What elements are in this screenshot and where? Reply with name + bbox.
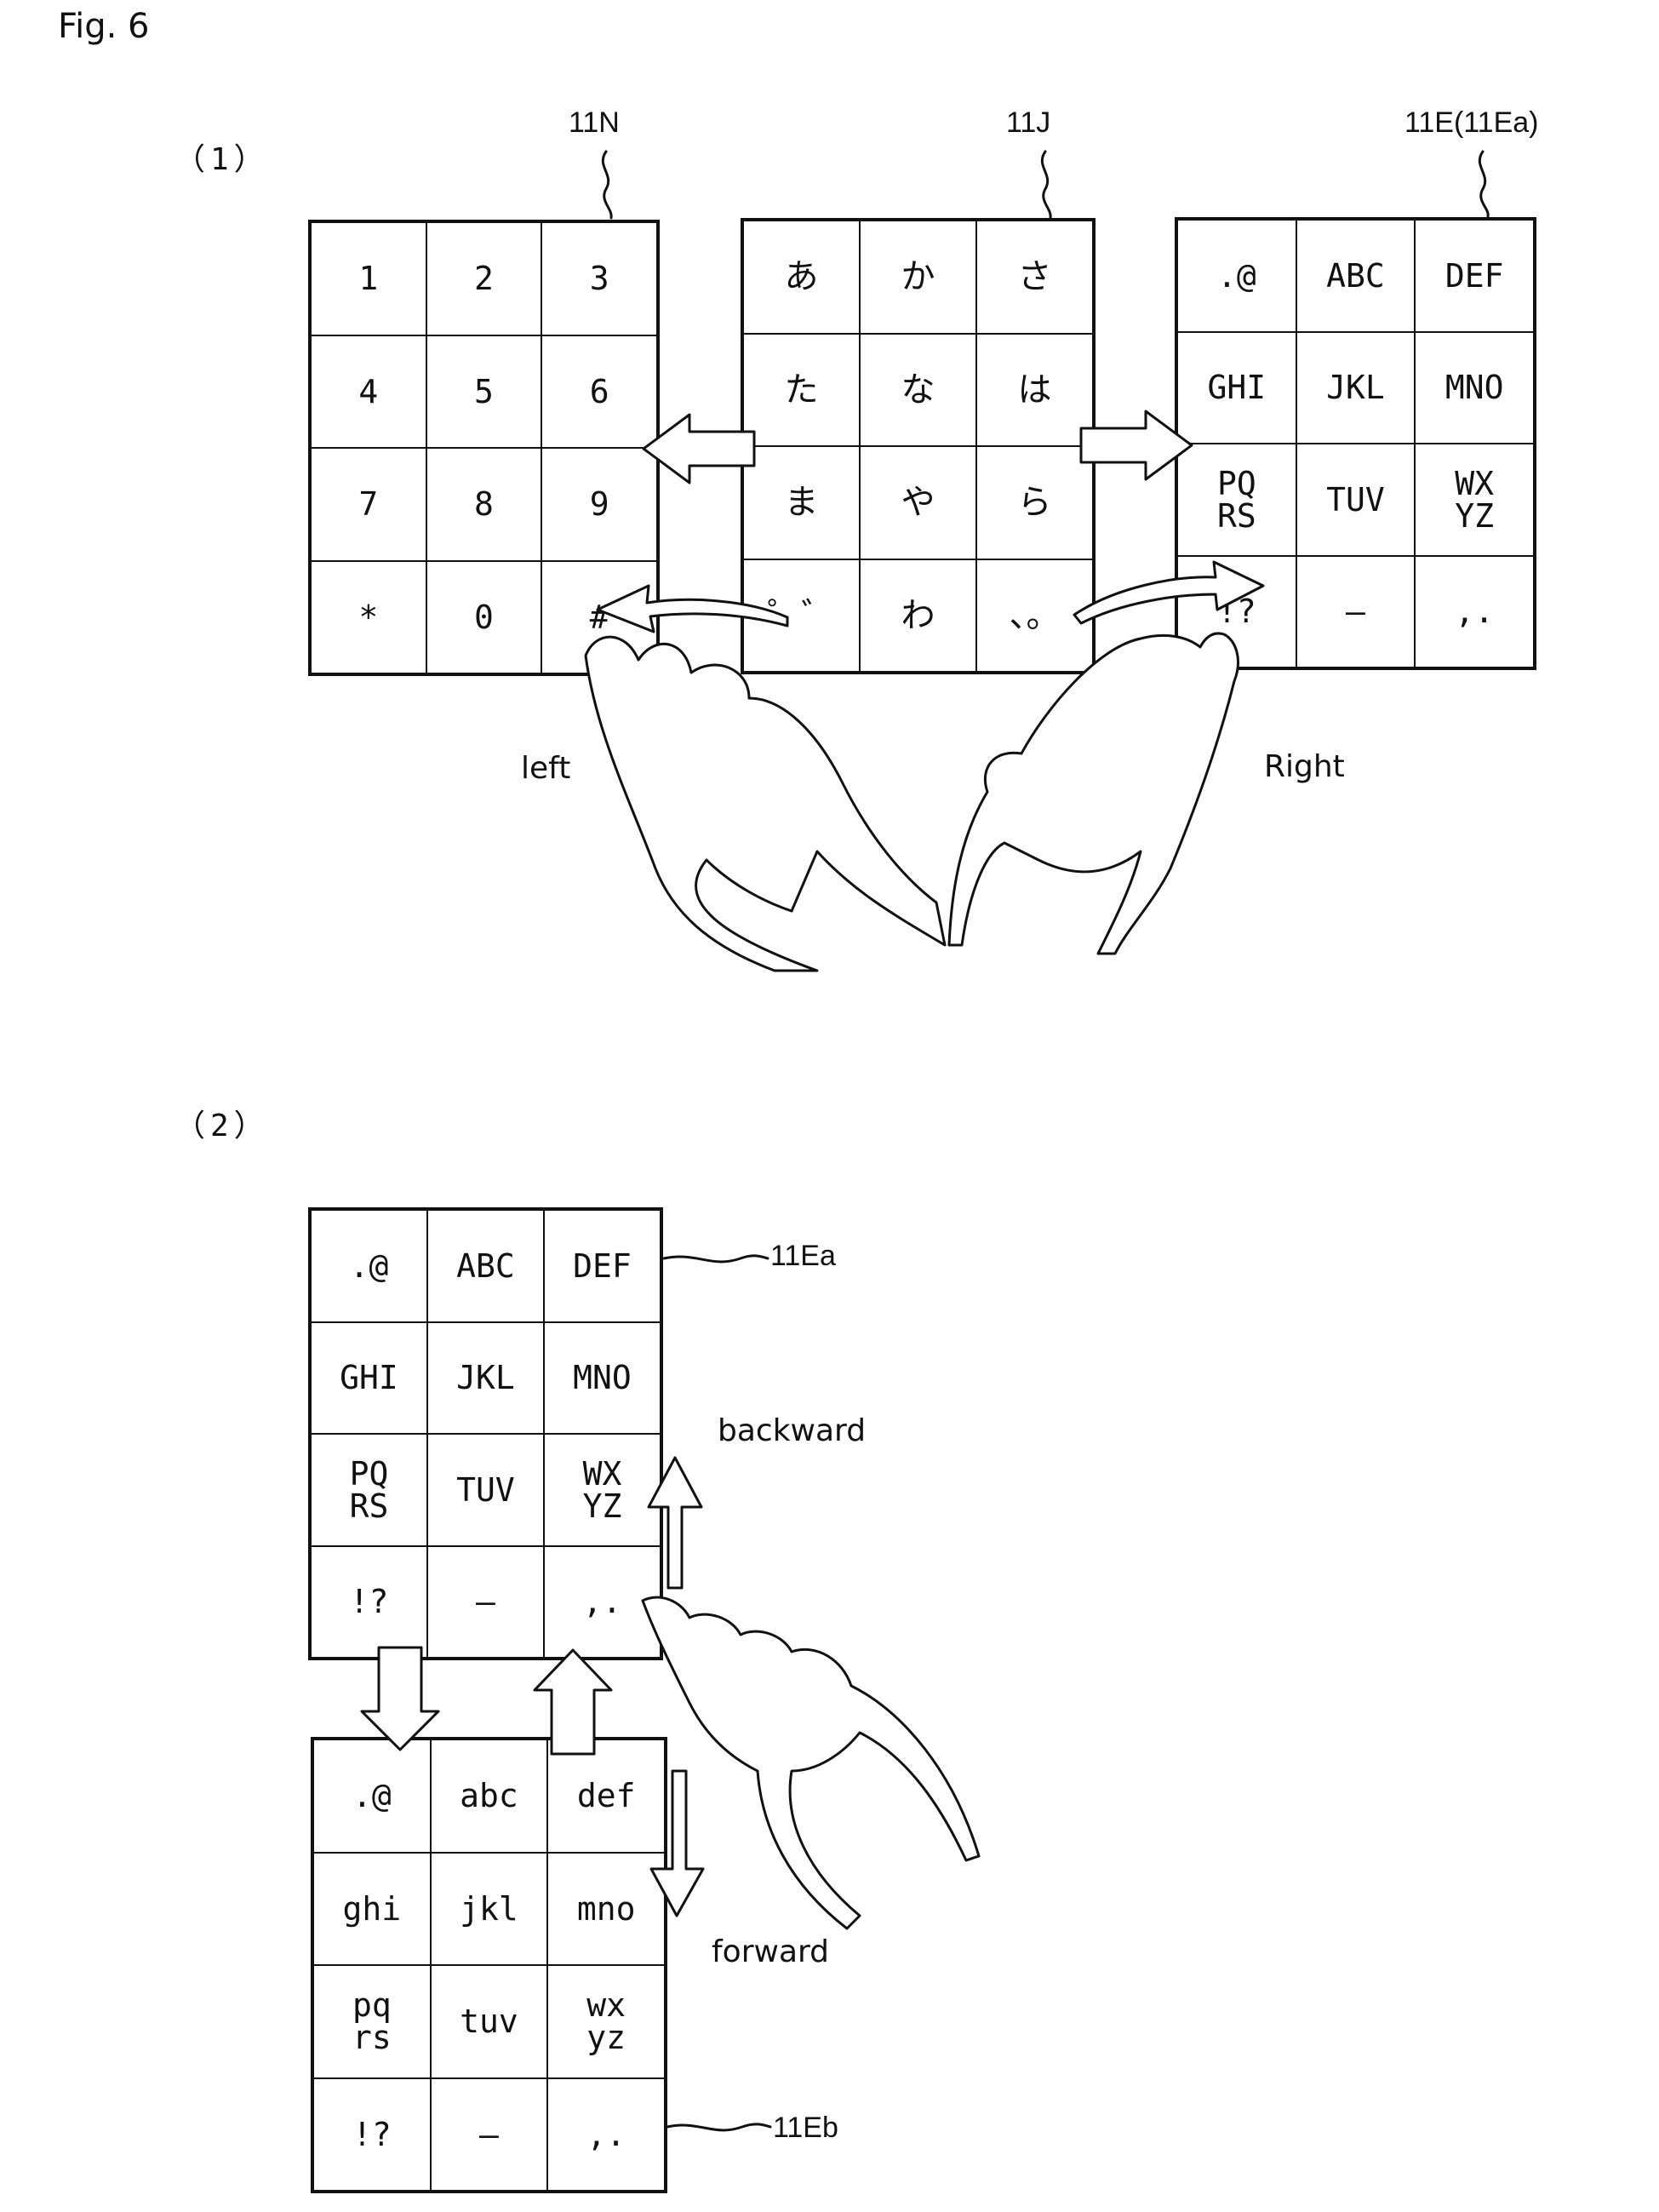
key[interactable]: mno <box>547 1853 665 1966</box>
key[interactable]: !? <box>313 2078 431 2192</box>
panel-1-label: （1） <box>174 135 270 179</box>
ref-upper-keyboard: 11Ea <box>770 1240 836 1273</box>
caption-backward: backward <box>718 1413 866 1448</box>
key[interactable]: ,. <box>544 1546 661 1659</box>
key[interactable]: 1 <box>311 222 426 335</box>
key[interactable]: .@ <box>1177 220 1296 332</box>
key[interactable]: 7 <box>311 448 426 561</box>
key[interactable]: PQ RS <box>311 1434 427 1546</box>
numeric-keyboard: 1 2 3 4 5 6 7 8 9 * 0 # <box>308 220 660 676</box>
caption-left: left <box>521 751 570 786</box>
panel-2-label: （2） <box>174 1101 270 1145</box>
key[interactable]: # <box>541 561 657 674</box>
caption-forward: forward <box>712 1934 829 1969</box>
key[interactable]: 3 <box>541 222 657 335</box>
key[interactable]: MNO <box>1415 332 1534 444</box>
key[interactable]: 8 <box>426 448 542 561</box>
ref-english-keyboard: 11E(11Ea) <box>1404 106 1539 140</box>
caption-right: Right <box>1264 749 1345 784</box>
japanese-keyboard: あ か さ た な は ま や ら ゜゛ わ 、。 <box>741 218 1096 674</box>
left-hand <box>586 637 945 971</box>
key[interactable]: !? <box>311 1546 427 1659</box>
key[interactable]: GHI <box>311 1322 427 1435</box>
key[interactable]: .@ <box>313 1739 431 1853</box>
key[interactable]: .@ <box>311 1210 427 1322</box>
key[interactable]: あ <box>743 221 860 334</box>
upper-case-keyboard: .@ ABC DEF GHI JKL MNO PQ RS TUV WX YZ !… <box>308 1207 663 1660</box>
figure-label: Fig. 6 <box>58 7 149 46</box>
key[interactable]: さ <box>976 221 1093 334</box>
key[interactable]: ABC <box>427 1210 544 1322</box>
key[interactable]: def <box>547 1739 665 1853</box>
key[interactable]: TUV <box>427 1434 544 1546</box>
key[interactable]: ,. <box>1415 556 1534 668</box>
key[interactable]: pq rs <box>313 1965 431 2078</box>
key[interactable]: wx yz <box>547 1965 665 2078</box>
key[interactable]: – <box>431 2078 548 2192</box>
leader-line-11J <box>1042 152 1050 218</box>
lower-case-keyboard: .@ abc def ghi jkl mno pq rs tuv wx yz !… <box>311 1737 667 2193</box>
key[interactable]: ,. <box>547 2078 665 2192</box>
key[interactable]: JKL <box>427 1322 544 1435</box>
key[interactable]: DEF <box>544 1210 661 1322</box>
key[interactable]: JKL <box>1296 332 1416 444</box>
key[interactable]: !? <box>1177 556 1296 668</box>
key[interactable]: jkl <box>431 1853 548 1966</box>
key[interactable]: PQ RS <box>1177 444 1296 556</box>
key[interactable]: MNO <box>544 1322 661 1435</box>
arrow-to-numeric <box>644 415 754 483</box>
key[interactable]: わ <box>860 559 976 673</box>
key[interactable]: 9 <box>541 448 657 561</box>
key[interactable]: 6 <box>541 335 657 449</box>
key[interactable]: ゜゛ <box>743 559 860 673</box>
leader-line-11Ea <box>664 1256 768 1262</box>
arrow-down-to-lower <box>362 1648 438 1750</box>
key[interactable]: 2 <box>426 222 542 335</box>
key[interactable]: * <box>311 561 426 674</box>
key[interactable]: 、。 <box>976 559 1093 673</box>
key[interactable]: WX YZ <box>544 1434 661 1546</box>
key[interactable]: 5 <box>426 335 542 449</box>
key[interactable]: ABC <box>1296 220 1416 332</box>
right-hand <box>949 633 1238 954</box>
leader-line-11Eb <box>667 2124 770 2130</box>
key[interactable]: tuv <box>431 1965 548 2078</box>
key[interactable]: ghi <box>313 1853 431 1966</box>
key[interactable]: ま <box>743 446 860 559</box>
leader-line-11E <box>1479 152 1488 216</box>
key[interactable]: WX YZ <box>1415 444 1534 556</box>
key[interactable]: か <box>860 221 976 334</box>
key[interactable]: 0 <box>426 561 542 674</box>
key[interactable]: GHI <box>1177 332 1296 444</box>
key[interactable]: た <box>743 334 860 447</box>
key[interactable]: – <box>427 1546 544 1659</box>
key[interactable]: – <box>1296 556 1416 668</box>
leader-line-11N <box>603 152 611 218</box>
key[interactable]: DEF <box>1415 220 1534 332</box>
key[interactable]: 4 <box>311 335 426 449</box>
key[interactable]: は <box>976 334 1093 447</box>
key[interactable]: ら <box>976 446 1093 559</box>
key[interactable]: TUV <box>1296 444 1416 556</box>
ref-japanese-keyboard: 11J <box>1006 106 1050 140</box>
ref-lower-keyboard: 11Eb <box>773 2112 838 2145</box>
swipe-hand <box>643 1597 979 1928</box>
ref-numeric-keyboard: 11N <box>569 106 620 140</box>
key[interactable]: や <box>860 446 976 559</box>
key[interactable]: な <box>860 334 976 447</box>
english-keyboard: .@ ABC DEF GHI JKL MNO PQ RS TUV WX YZ !… <box>1175 217 1536 670</box>
key[interactable]: abc <box>431 1739 548 1853</box>
